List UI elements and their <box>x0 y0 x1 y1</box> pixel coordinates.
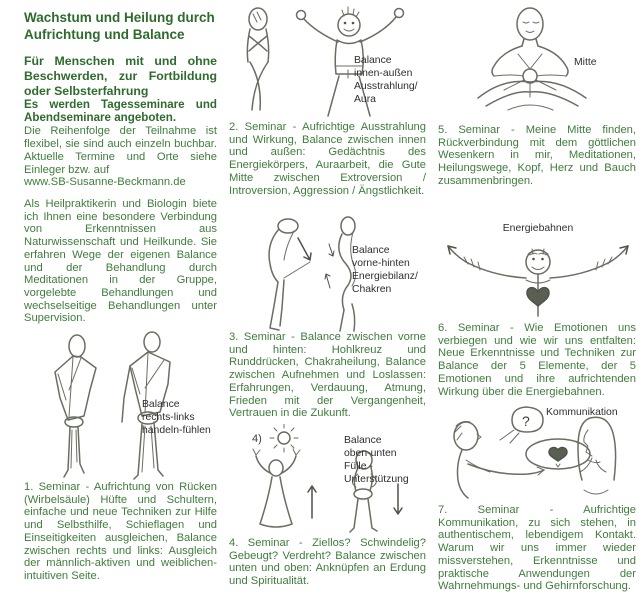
offer-details-text: Die Reihenfolge der Teilnahme ist flexib… <box>24 125 217 176</box>
figure-label-vorne-hinten: Balance vorne-hinten Energiebilanz/ Chak… <box>352 245 418 295</box>
figure-balance-vorne-hinten: Balance vorne-hinten Energiebilanz/ Chak… <box>226 216 432 332</box>
figure-label-innen-aussen: Balance innen-außen Ausstrahlung/ Aura <box>354 55 418 105</box>
two-figures-back-view-sketch <box>54 331 171 480</box>
figure-label-kommunikation: Kommunikation <box>546 407 618 418</box>
offer-bold-text: Es werden Tagesseminare und Abendseminar… <box>24 98 217 125</box>
figure-label-rechts-links: Balance rechts-links handeln-fühlen <box>142 399 211 436</box>
closed-and-open-posture-sketch <box>246 6 405 117</box>
figure-energiebahnen: Energiebahnen <box>438 222 638 320</box>
website-url: www.SB-Susanne-Beckmann.de <box>24 176 186 189</box>
figure-balance-rechts-links: Balance rechts-links handeln-fühlen <box>24 330 230 480</box>
conversation-sketch: ? <box>453 406 617 499</box>
seminar-6-paragraph: 6. Seminar - Wie Emotionen uns verbiegen… <box>438 322 636 398</box>
seminar-4-paragraph: 4. Seminar - Ziellos? Schwindelig? Gebeu… <box>229 537 426 588</box>
open-arms-energy-sketch <box>447 245 629 317</box>
question-mark-annotation: ? <box>522 413 530 429</box>
figure-label-mitte: Mitte <box>574 57 597 68</box>
sun-number-annotation: 4) <box>252 433 262 445</box>
figure-label-energiebahnen: Energiebahnen <box>502 223 574 234</box>
offer-block: Es werden Tagesseminare und Abendseminar… <box>24 98 217 189</box>
seminar-5-paragraph: 5. Seminar - Meine Mitte finden, Rückver… <box>438 124 636 187</box>
about-paragraph: Als Heilpraktikerin und Biologin biete i… <box>24 198 217 325</box>
figure-mitte: Mitte <box>438 2 638 120</box>
figure-balance-oben-unten: 4) Balance oben-unten Fülle - Unterstütz… <box>226 424 432 534</box>
page-title: Wachstum und Heilung durch Aufrichtung u… <box>24 10 215 42</box>
seminar-1-paragraph: 1. Seminar - Aufrichtung von Rücken (Wir… <box>24 481 217 582</box>
seminar-3-paragraph: 3. Seminar - Balance zwischen vorne und … <box>229 331 426 420</box>
figure-kommunikation: ? Kommunikation <box>438 402 638 502</box>
seminar-7-paragraph: 7. Seminar - Aufrichtige Kommunikation, … <box>438 504 636 593</box>
profile-figures-arrows-sketch <box>268 216 357 332</box>
figure-balance-innen-aussen: Balance innen-außen Ausstrahlung/ Aura <box>226 2 432 118</box>
seminar-2-paragraph: 2. Seminar - Aufrichtige Ausstrahlung un… <box>229 121 426 197</box>
figure-label-oben-unten: Balance oben-unten Fülle - Unterstützung <box>344 435 409 485</box>
audience-subtitle: Für Menschen mit und ohne Beschwerden, z… <box>24 54 217 98</box>
meditation-figure-sketch <box>477 7 587 111</box>
reaching-sun-figure-sketch: 4) <box>252 424 403 533</box>
